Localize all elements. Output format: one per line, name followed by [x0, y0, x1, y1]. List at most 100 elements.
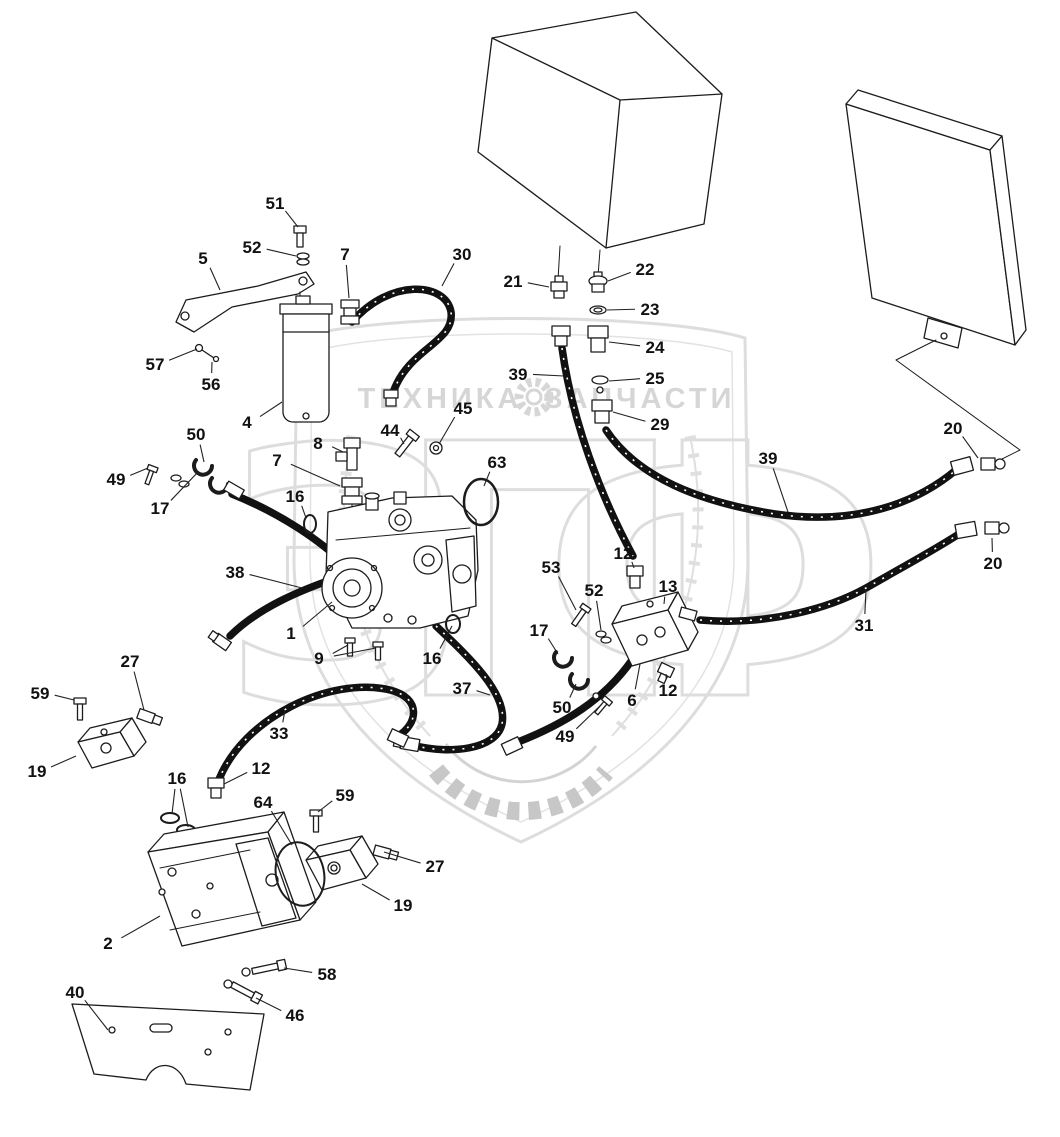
leader-line-23 — [606, 308, 636, 311]
leader-line-59 — [54, 694, 75, 701]
callout-16: 16 — [423, 649, 442, 668]
callout-53: 53 — [542, 558, 561, 577]
leader-line-4 — [259, 401, 283, 418]
callout-59: 59 — [336, 786, 355, 805]
hose-31 — [696, 528, 966, 625]
leader-line-29 — [612, 411, 646, 422]
bolt-59-right — [309, 809, 323, 833]
leader-line-24 — [608, 341, 641, 347]
callout-16: 16 — [168, 769, 187, 788]
leader-line-16 — [171, 788, 176, 815]
callout-45: 45 — [454, 399, 473, 418]
clamp-cluster-left — [144, 458, 245, 500]
leader-line-5 — [209, 267, 221, 291]
callout-56: 56 — [202, 375, 221, 394]
leader-line-13 — [663, 596, 666, 605]
leader-line-6 — [634, 663, 641, 690]
fitting-24 — [587, 325, 609, 339]
callout-7: 7 — [340, 245, 349, 264]
callout-20: 20 — [944, 419, 963, 438]
callout-38: 38 — [226, 563, 245, 582]
callout-12: 12 — [659, 681, 678, 700]
callout-8: 8 — [313, 434, 322, 453]
leader-line-39 — [772, 468, 789, 513]
leader-line-19 — [361, 883, 390, 901]
leader-line-7 — [345, 264, 350, 299]
pump-assembly — [303, 477, 500, 661]
callout-63: 63 — [488, 453, 507, 472]
leader-line-37 — [476, 690, 491, 696]
callout-29: 29 — [651, 415, 670, 434]
fitting-21 — [550, 281, 568, 292]
leader-line-27 — [383, 851, 421, 864]
lever-arm — [175, 225, 315, 363]
callout-52: 52 — [243, 238, 262, 257]
leader-line-12 — [223, 771, 248, 785]
washer-52-right — [595, 630, 607, 638]
leader-line-63 — [483, 471, 491, 487]
watermark-word-left: ТЕХНИКА — [358, 383, 523, 415]
leader-line-21 — [527, 282, 550, 288]
leader-line-59 — [317, 800, 333, 813]
callout-52: 52 — [585, 581, 604, 600]
clamp-17-right — [552, 650, 574, 669]
callout-4: 4 — [242, 413, 252, 432]
leader-line-40 — [84, 999, 109, 1031]
bolt-49-left — [144, 463, 159, 486]
leader-line-19 — [50, 755, 77, 768]
callout-12: 12 — [252, 759, 271, 778]
hose-33 — [214, 683, 418, 786]
wheat-right-icon — [611, 435, 700, 737]
o-ring-63 — [462, 477, 500, 527]
callout-40: 40 — [66, 983, 85, 1002]
callout-19: 19 — [28, 762, 47, 781]
fitting-7-top — [340, 299, 360, 325]
fitting-7-lower — [341, 477, 363, 488]
callout-22: 22 — [636, 260, 655, 279]
leader-line-9 — [332, 644, 349, 654]
valve-block-6 — [611, 565, 699, 685]
screw-57 — [194, 343, 204, 353]
fitting-hose-33-end — [386, 728, 410, 748]
leader-line-39 — [532, 373, 565, 377]
shield-outline-icon — [292, 317, 750, 844]
callout-20: 20 — [984, 554, 1003, 573]
leader-line-45 — [438, 416, 456, 445]
ring-23 — [589, 305, 607, 315]
callout-21: 21 — [504, 272, 523, 291]
o-ring-16-a — [160, 812, 180, 824]
leader-line-64 — [270, 810, 293, 846]
leader-line-25 — [608, 378, 641, 382]
filter-canister — [279, 295, 333, 423]
tee-fitting-8 — [335, 389, 443, 515]
fitting-27-left — [136, 707, 164, 726]
callout-2: 2 — [103, 934, 112, 953]
callout-17: 17 — [530, 621, 549, 640]
shield-inner-outline-icon — [309, 333, 735, 823]
leader-line-50 — [569, 683, 577, 698]
leader-line-52 — [266, 248, 297, 257]
leader-line-12 — [631, 561, 635, 569]
leader-line-16 — [301, 505, 307, 519]
leader-line-8 — [331, 446, 344, 453]
leader-line-2 — [121, 915, 161, 939]
block-19-right — [305, 809, 400, 891]
fitting-12-top — [626, 565, 644, 577]
gear-icon — [514, 377, 554, 417]
fitting-stack — [550, 271, 613, 424]
callout-59: 59 — [31, 684, 50, 703]
leader-line-50 — [199, 444, 205, 463]
screw-56 — [212, 355, 220, 363]
leader-line-22 — [607, 271, 631, 282]
callout-27: 27 — [121, 652, 140, 671]
bolt-53 — [570, 602, 592, 628]
o-ring-16-mid — [445, 614, 461, 634]
washer-45 — [429, 441, 443, 455]
callout-24: 24 — [646, 338, 665, 357]
leader-line-46 — [255, 997, 282, 1012]
leader-line-17 — [170, 471, 199, 501]
callout-44: 44 — [381, 421, 400, 440]
mounting-plate-40 — [71, 1003, 265, 1091]
